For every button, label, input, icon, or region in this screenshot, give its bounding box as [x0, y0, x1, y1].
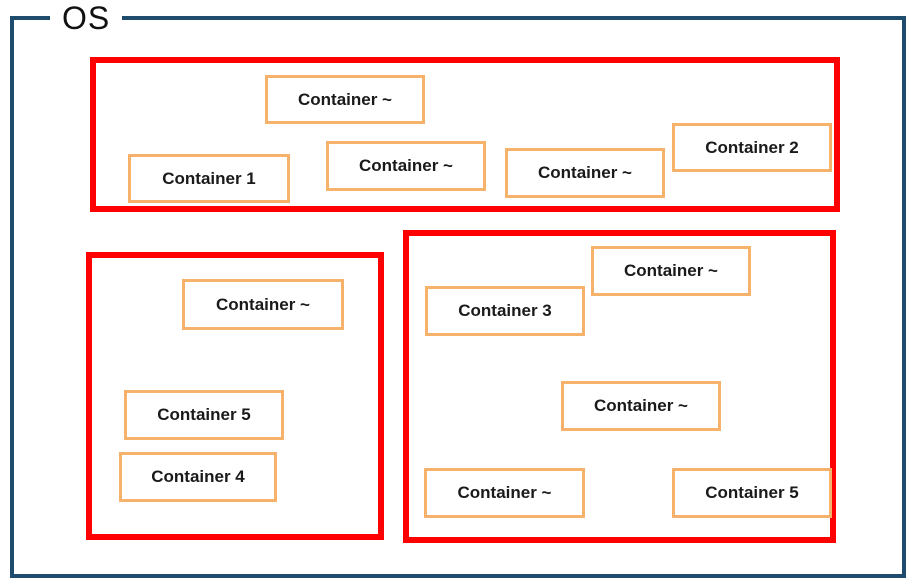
container-label: Container 4 — [151, 467, 245, 486]
container-box: Container ~ — [591, 246, 751, 296]
container-label: Container ~ — [298, 89, 392, 109]
container-box: Container ~ — [265, 75, 425, 124]
container-label: Container ~ — [457, 483, 552, 502]
container-label: Container ~ — [538, 163, 632, 182]
container-label: Container 5 — [705, 483, 799, 502]
container-label: Container ~ — [359, 156, 453, 175]
container-box: Container ~ — [561, 381, 721, 431]
container-label: Container 3 — [458, 301, 552, 320]
container-group-bottom-right: Container ~ Container 3 Container ~ Cont… — [403, 230, 836, 543]
container-box: Container 3 — [425, 286, 585, 336]
os-boundary: Container ~ Container 1 Container ~ Cont… — [10, 16, 906, 578]
container-box: Container ~ — [424, 468, 585, 518]
container-box: Container 1 — [128, 154, 290, 203]
container-box: Container ~ — [182, 279, 344, 330]
container-box: Container ~ — [326, 141, 486, 191]
container-box: Container 5 — [124, 390, 284, 440]
container-label: Container 2 — [705, 137, 799, 157]
container-box: Container ~ — [505, 148, 665, 198]
container-label: Container 1 — [162, 168, 256, 188]
os-label: OS — [50, 0, 123, 36]
container-label: Container ~ — [216, 294, 310, 314]
container-group-bottom-left: Container ~ Container 5 Container 4 — [86, 252, 384, 540]
container-label: Container 5 — [157, 405, 251, 424]
container-box: Container 4 — [119, 452, 277, 502]
container-label: Container ~ — [624, 261, 718, 280]
container-group-top: Container ~ Container 1 Container ~ Cont… — [90, 57, 840, 212]
container-box: Container 2 — [672, 123, 832, 172]
container-box: Container 5 — [672, 468, 832, 518]
container-label: Container ~ — [594, 396, 688, 415]
